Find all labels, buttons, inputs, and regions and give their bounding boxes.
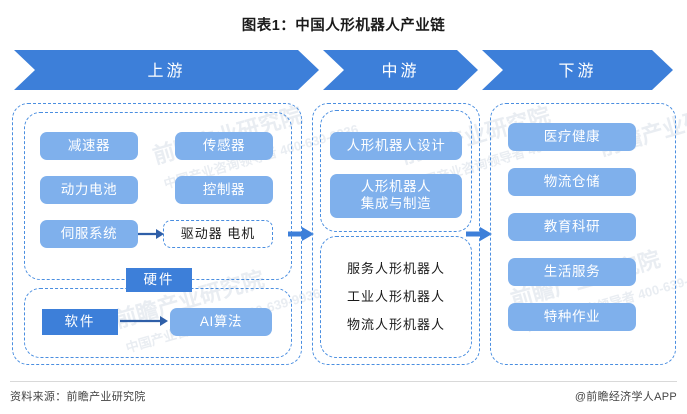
arrow-midstream-to-downstream: [466, 227, 492, 241]
midstream-item-integration-manufacturing: 人形机器人 集成与制造: [330, 174, 462, 218]
midstream-item-integration-line1: 人形机器人: [360, 179, 432, 195]
downstream-group: [490, 103, 676, 365]
page-title: 图表1：中国人形机器人产业链: [241, 18, 446, 34]
midstream-product-logistics: 物流人形机器人: [346, 317, 445, 332]
downstream-item-special-operations: 特种作业: [508, 303, 636, 331]
upstream-hardware-label: 硬件: [126, 268, 192, 292]
downstream-item-healthcare: 医疗健康: [508, 123, 636, 151]
footer-divider: [10, 381, 677, 382]
arrow-servo-to-driver: [138, 229, 164, 239]
upstream-item-driver-motor: 驱动器 电机: [163, 220, 273, 248]
stage-band: 上游 中游 下游: [14, 50, 673, 90]
stage-label-upstream: 上游: [147, 63, 186, 80]
stage-chevron-upstream: 上游: [14, 50, 319, 90]
upstream-item-servo: 伺服系统: [40, 220, 138, 248]
stage-chevron-midstream: 中游: [323, 50, 478, 90]
stage-label-midstream: 中游: [381, 63, 420, 80]
upstream-item-controller: 控制器: [175, 176, 273, 204]
downstream-item-logistics-warehousing: 物流仓储: [508, 168, 636, 196]
midstream-products-group: [320, 236, 472, 358]
upstream-item-ai-algorithm: AI算法: [170, 308, 272, 336]
upstream-item-reducer: 减速器: [40, 132, 138, 160]
upstream-item-battery: 动力电池: [40, 176, 138, 204]
stage-label-downstream: 下游: [558, 63, 597, 80]
midstream-item-design: 人形机器人设计: [330, 132, 462, 160]
upstream-item-sensor: 传感器: [175, 132, 273, 160]
midstream-product-service: 服务人形机器人: [346, 261, 445, 276]
arrow-software-to-ai: [120, 316, 168, 326]
midstream-item-integration-line2: 集成与制造: [360, 196, 432, 211]
midstream-design-group: [320, 110, 472, 232]
source-note: 资料来源：前瞻产业研究院: [10, 391, 146, 403]
app-credit: @前瞻经济学人APP: [574, 391, 677, 403]
arrow-upstream-to-midstream: [288, 227, 314, 241]
downstream-item-daily-services: 生活服务: [508, 258, 636, 286]
stage-chevron-downstream: 下游: [482, 50, 673, 90]
midstream-product-industrial: 工业人形机器人: [346, 289, 445, 304]
upstream-software-label: 软件: [42, 309, 118, 335]
downstream-item-education-research: 教育科研: [508, 213, 636, 241]
